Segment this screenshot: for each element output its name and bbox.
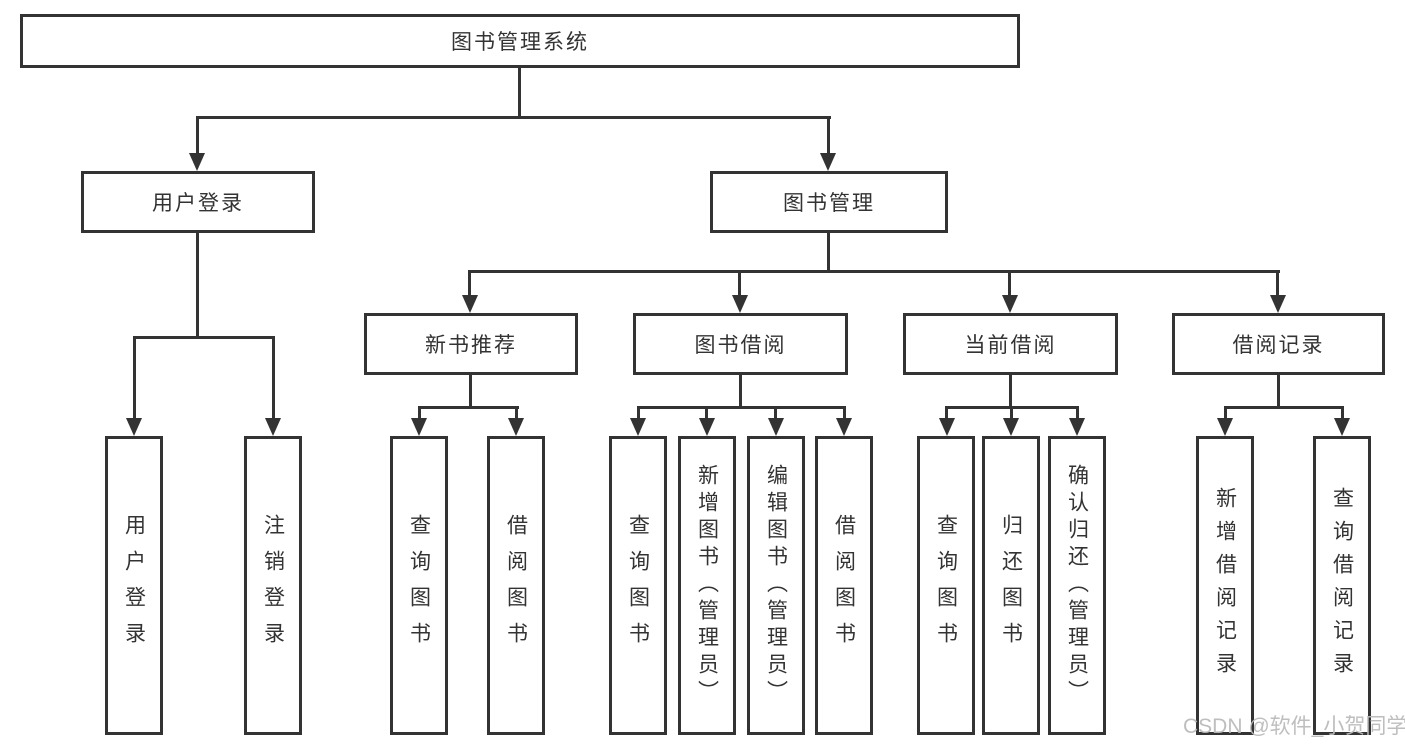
connector-vline (827, 232, 830, 273)
node-borrow-books: 借阅图书 (487, 436, 545, 735)
node-logout: 注销登录 (244, 436, 302, 735)
node-add-borrow-record: 新增借阅记录 (1196, 436, 1254, 735)
node-query-borrow-record: 查询借阅记录 (1313, 436, 1371, 735)
connector-vline (196, 232, 199, 338)
arrow-down (1002, 295, 1018, 313)
arrow-down (508, 418, 524, 436)
connector-vline (518, 68, 521, 119)
node-return-book: 归还图书 (982, 436, 1040, 735)
connector-vline (843, 406, 846, 418)
node-new-book-recommend: 新书推荐 (364, 313, 578, 375)
connector-hline (637, 406, 846, 409)
connector-vline (827, 116, 830, 154)
connector-vline (1008, 270, 1011, 297)
node-return-book-label: 归还图书 (999, 513, 1023, 658)
node-borrow-records-label: 借阅记录 (1232, 334, 1325, 357)
connector-vline (739, 374, 742, 408)
node-borrow-books-label: 借阅图书 (504, 513, 528, 658)
arrow-down (1270, 295, 1286, 313)
arrow-down (411, 418, 427, 436)
connector-vline (515, 406, 518, 418)
connector-vline (133, 336, 136, 420)
node-confirm-return-admin-label: 确认归还（管理员） (1065, 464, 1089, 707)
connector-vline (418, 406, 421, 418)
arrow-down (1003, 418, 1019, 436)
arrow-down (1334, 418, 1350, 436)
node-query-books-label: 查询图书 (626, 513, 650, 658)
node-current-borrowing: 当前借阅 (903, 313, 1118, 375)
connector-vline (469, 374, 472, 408)
node-new-book-recommend-label: 新书推荐 (425, 334, 517, 357)
connector-vline (1076, 406, 1079, 418)
arrow-down (630, 418, 646, 436)
arrow-down (732, 295, 748, 313)
arrow-down (836, 418, 852, 436)
arrow-down (126, 418, 142, 436)
connector-hline (469, 270, 1280, 273)
arrow-down (1069, 418, 1085, 436)
node-user-login-leaf: 用户登录 (105, 436, 163, 735)
node-current-borrowing-label: 当前借阅 (964, 334, 1057, 357)
node-book-management: 图书管理 (710, 171, 948, 233)
connector-vline (738, 270, 741, 297)
node-root-label: 图书管理系统 (451, 31, 589, 54)
connector-vline (1277, 374, 1280, 408)
node-query-books: 查询图书 (917, 436, 975, 735)
arrow-down (820, 153, 836, 171)
node-edit-book-admin-label: 编辑图书（管理员） (764, 464, 788, 707)
node-root: 图书管理系统 (20, 14, 1020, 68)
node-query-books: 查询图书 (390, 436, 448, 735)
connector-vline (468, 270, 471, 297)
connector-hline (1224, 406, 1344, 409)
connector-hline (133, 336, 275, 339)
node-query-borrow-record-label: 查询借阅记录 (1330, 486, 1354, 685)
node-borrow-records: 借阅记录 (1172, 313, 1385, 375)
connector-vline (1341, 406, 1344, 418)
node-user-login: 用户登录 (81, 171, 315, 233)
connector-vline (1224, 406, 1227, 418)
node-book-management-label: 图书管理 (783, 192, 875, 215)
arrow-down (265, 418, 281, 436)
arrow-down (939, 418, 955, 436)
node-edit-book-admin: 编辑图书（管理员） (747, 436, 805, 735)
node-borrow-books-label: 借阅图书 (832, 513, 856, 658)
connector-hline (418, 406, 519, 409)
node-add-borrow-record-label: 新增借阅记录 (1213, 486, 1237, 685)
arrow-down (1217, 418, 1233, 436)
connector-vline (1010, 406, 1013, 418)
connector-vline (272, 336, 275, 420)
arrow-down (189, 153, 205, 171)
node-book-borrowing: 图书借阅 (633, 313, 848, 375)
connector-vline (637, 406, 640, 418)
node-user-login-leaf-label: 用户登录 (122, 513, 146, 658)
node-user-login-label: 用户登录 (152, 192, 244, 215)
node-query-books-label: 查询图书 (407, 513, 431, 658)
connector-vline (774, 406, 777, 418)
connector-hline (196, 116, 831, 119)
arrow-down (768, 418, 784, 436)
connector-vline (705, 406, 708, 418)
connector-vline (945, 406, 948, 418)
node-query-books-label: 查询图书 (934, 513, 958, 658)
node-borrow-books: 借阅图书 (815, 436, 873, 735)
csdn-watermark: CSDN @软件_小贺同学 (1183, 715, 1405, 738)
connector-vline (196, 116, 199, 154)
arrow-down (462, 295, 478, 313)
node-query-books: 查询图书 (609, 436, 667, 735)
node-add-book-admin-label: 新增图书（管理员） (695, 464, 719, 707)
node-add-book-admin: 新增图书（管理员） (678, 436, 736, 735)
connector-vline (1009, 374, 1012, 408)
connector-vline (1276, 270, 1279, 297)
node-logout-label: 注销登录 (261, 513, 285, 658)
node-confirm-return-admin: 确认归还（管理员） (1048, 436, 1106, 735)
node-book-borrowing-label: 图书借阅 (694, 334, 787, 357)
arrow-down (699, 418, 715, 436)
